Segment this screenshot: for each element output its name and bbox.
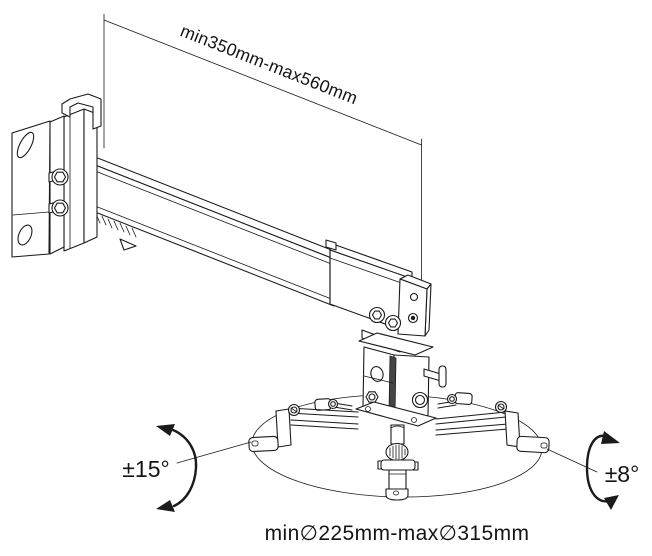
head-hole: [370, 366, 384, 382]
spider-front-right-arm: [435, 400, 550, 454]
tilt-handle: [423, 365, 447, 388]
swivel-angle-annotation: [546, 431, 620, 510]
tilt-lock-bolt: [365, 391, 379, 403]
clamp-hook: [61, 93, 102, 130]
swivel-angle-label: ±8°: [605, 461, 640, 487]
tilt-rotation-arrow: [171, 428, 198, 508]
tilt-head-block: [355, 329, 447, 427]
arm-extension-dimension-label: min350mm-max560mm: [178, 20, 361, 108]
spider-back-left-arm: [314, 398, 353, 411]
mount-foot-pad: [248, 435, 279, 453]
telescoping-arm-inner-tube: [61, 143, 335, 307]
wall-bracket: [11, 93, 102, 258]
drop-rod: [388, 469, 407, 490]
plate-slot-upper: [16, 131, 35, 159]
sleeve-stop-tab: [325, 239, 337, 251]
sleeve-lock-bolts: [368, 306, 402, 332]
spider-hub-plate: [355, 401, 437, 427]
tilt-angle-annotation: [156, 424, 252, 512]
head-top-plate: [358, 332, 434, 356]
swivel-leader-line: [546, 448, 598, 473]
extension-dimension-lines: [103, 13, 422, 290]
spring-clip: [119, 238, 137, 251]
mount-screw: [327, 398, 339, 410]
mount-screw: [446, 393, 458, 405]
mounting-plate: [11, 120, 51, 258]
mount-foot: [275, 408, 292, 448]
head-hinge-gap: [388, 355, 397, 414]
tilt-leader-line: [176, 441, 252, 464]
spider-back-right-arm: [437, 392, 473, 409]
spider-back-arms: [314, 392, 473, 411]
arm-end-bracket: [397, 274, 432, 337]
plate-slot-lower: [17, 224, 33, 246]
ball-joint-and-drop-rod: [377, 424, 419, 501]
bracket-hole: [409, 292, 419, 302]
clamp-column-side: [83, 108, 98, 244]
spider-diameter-label: min∅225mm-max∅315mm: [265, 522, 530, 545]
rod-clamp-plate: [380, 459, 416, 471]
spider-front-left-arm: [248, 403, 359, 453]
joint-stem: [390, 424, 405, 445]
tilt-angle-label: ±15°: [122, 456, 169, 482]
clamp-bolts: [48, 168, 69, 217]
swivel-rotation-arrow: [585, 434, 612, 503]
mount-foot-pad: [516, 435, 550, 454]
swivel-knob: [411, 391, 429, 409]
mount-foot-pad: [454, 392, 473, 405]
